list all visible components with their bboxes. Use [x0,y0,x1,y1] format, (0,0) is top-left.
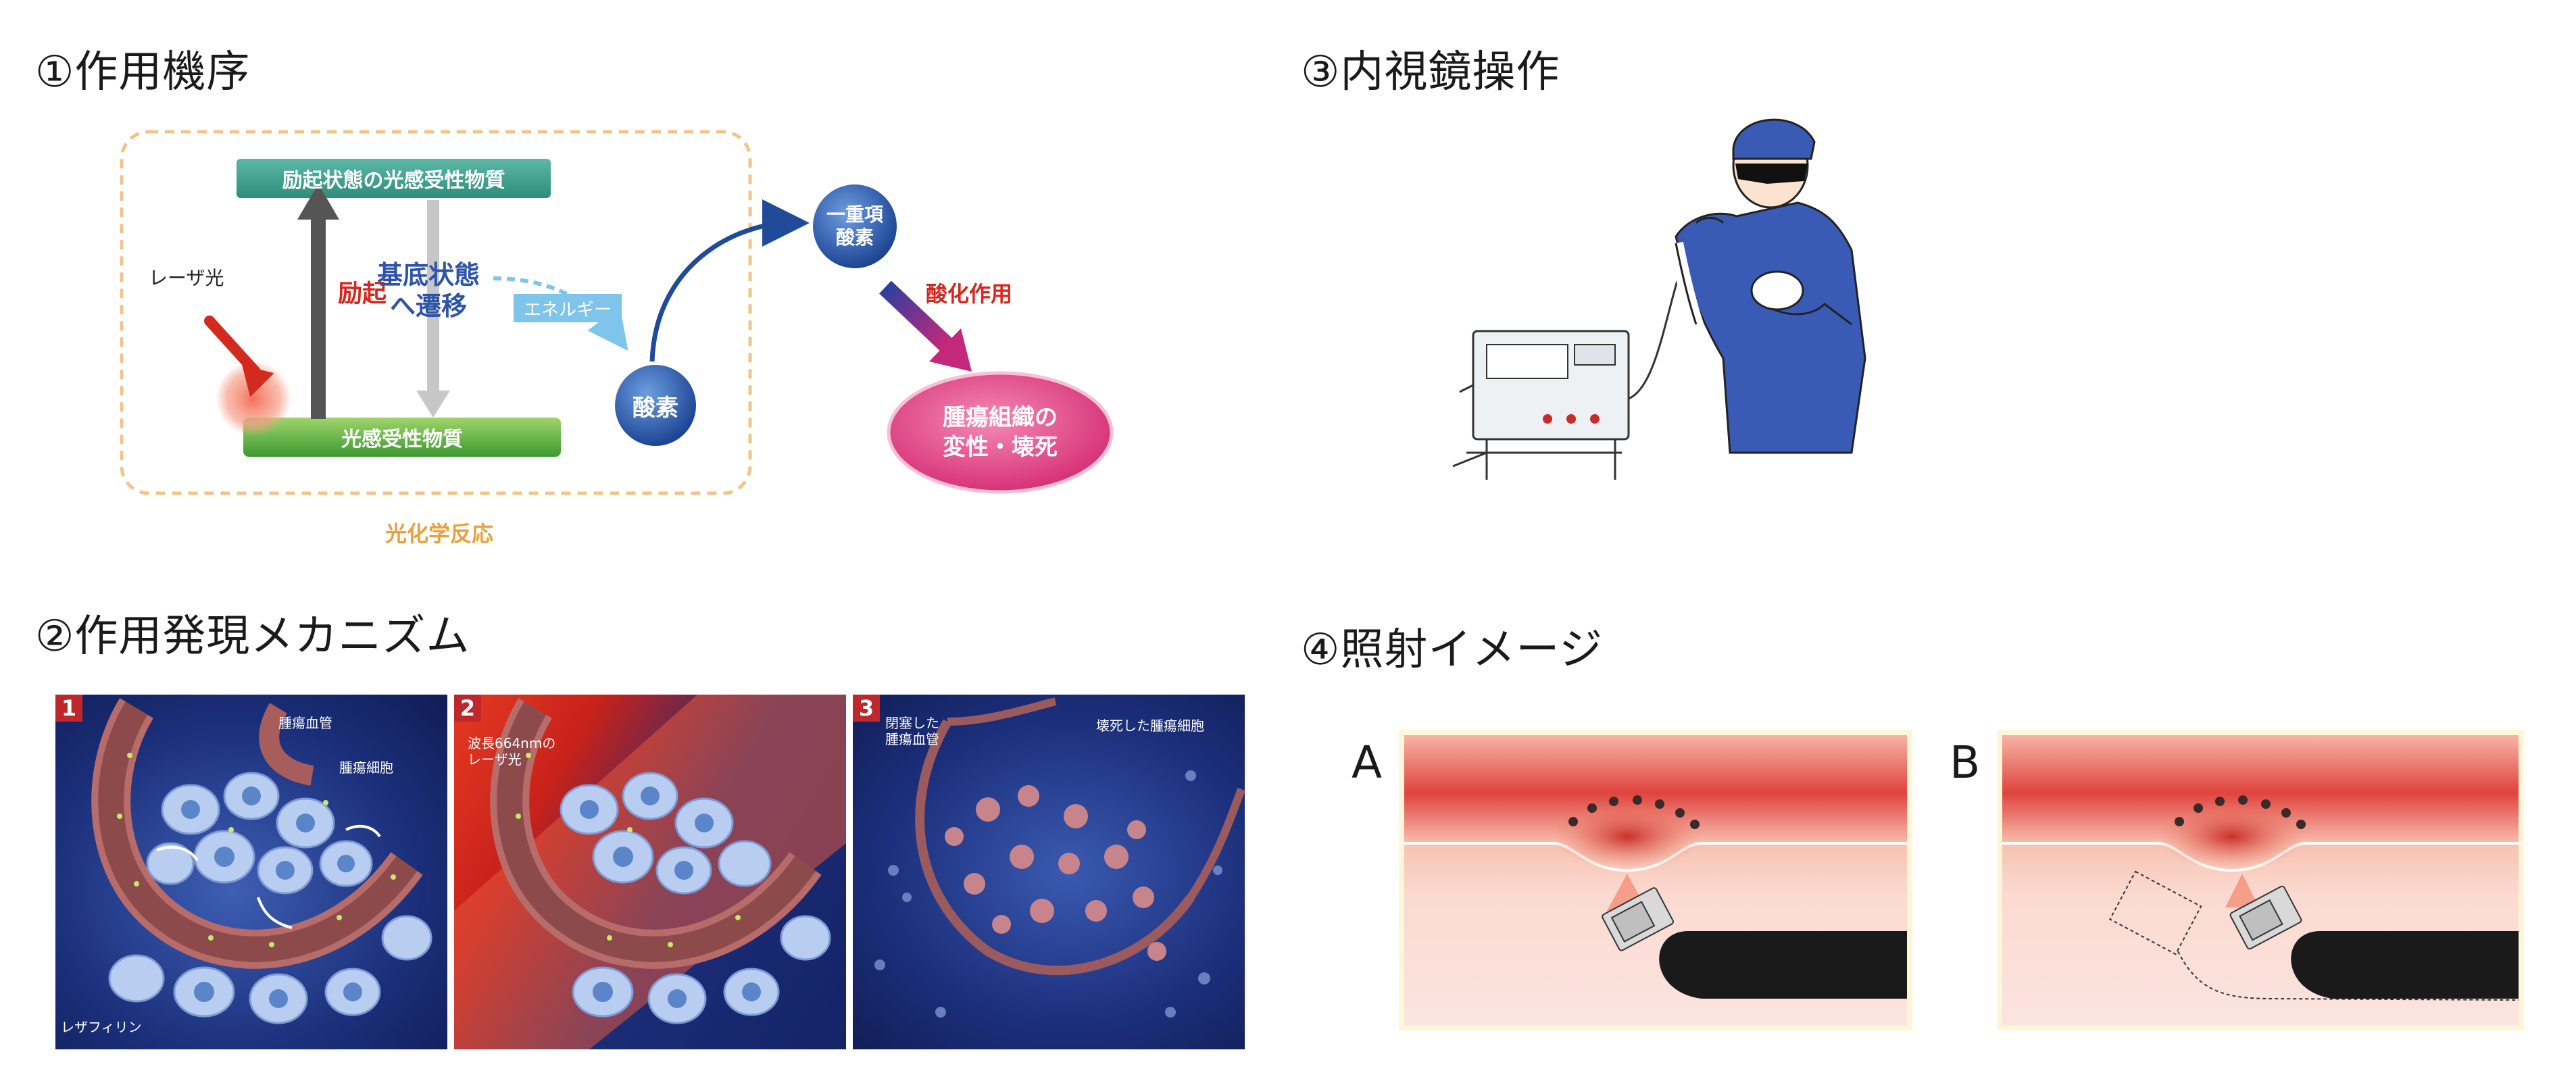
heading-expression: ②作用発現メカニズム [35,612,470,662]
mechanism-diagram: 励起状態の光感受性物質 光感受性物質 レーザ光 励起 基底状態 へ遷移 エネルギ… [115,128,1129,568]
heading-endoscope: ③内視鏡操作 [1301,47,1560,97]
oxidation-label: 酸化作用 [926,281,1013,307]
energy-label: エネルギー [514,294,622,322]
excitation-label: 励起 [338,280,387,307]
label-laserphyrin: レザフィリン [61,1019,142,1035]
label-occluded-vessel: 閉塞した 腫瘍血管 [885,715,939,747]
heading-irradiation: ④照射イメージ [1301,625,1604,675]
tumor-effect-label: 腫瘍組織の 変性・壊死 [943,403,1058,461]
singlet-oxygen-label: 一重項 酸素 [826,203,883,249]
panel-number-2: 2 [454,695,481,722]
irradiation-a-drawing [1404,735,1907,1025]
doctor-laser-device-drawing [1452,118,1866,480]
expression-panel-1: 1 腫瘍血管 腫瘍細胞 レザフィリン [55,695,447,1049]
heading-mechanism: ①作用機序 [35,47,251,97]
label-necrotic-cell: 壊死した腫瘍細胞 [1096,718,1204,734]
panel-number-3: 3 [853,695,880,722]
expression-panel-3: 3 閉塞した 腫瘍血管 壊死した腫瘍細胞 [853,695,1245,1049]
laser-label: レーザ光 [149,267,224,289]
excited-state-bar: 励起状態の光感受性物質 [282,169,505,193]
oxygen-label: 酸素 [633,394,678,422]
panel-1-illustration [91,698,432,1024]
mechanism-graphics [120,130,1114,495]
label-tumor-cell: 腫瘍細胞 [339,759,393,776]
irradiation-b-drawing [2002,735,2519,1025]
label-tumor-vessel: 腫瘍血管 [278,715,332,731]
expression-panel-2: 2 波長664nmの レーザ光 [454,695,846,1049]
ground-state-bar: 光感受性物質 [341,428,463,451]
label-b: B [1950,737,1981,789]
panel-2-illustration [454,695,846,1049]
transition-label: 基底状態 へ遷移 [377,260,480,321]
panel-3-illustration [874,697,1245,1018]
irradiation-panel-b [1997,730,2524,1030]
endoscope-illustration [1446,101,1885,480]
photochemical-label: 光化学反応 [385,521,494,547]
panel-number-1: 1 [55,695,82,722]
irradiation-panel-a [1399,730,1912,1030]
label-a: A [1352,737,1383,789]
label-laser-wavelength: 波長664nmの レーザ光 [468,735,556,768]
